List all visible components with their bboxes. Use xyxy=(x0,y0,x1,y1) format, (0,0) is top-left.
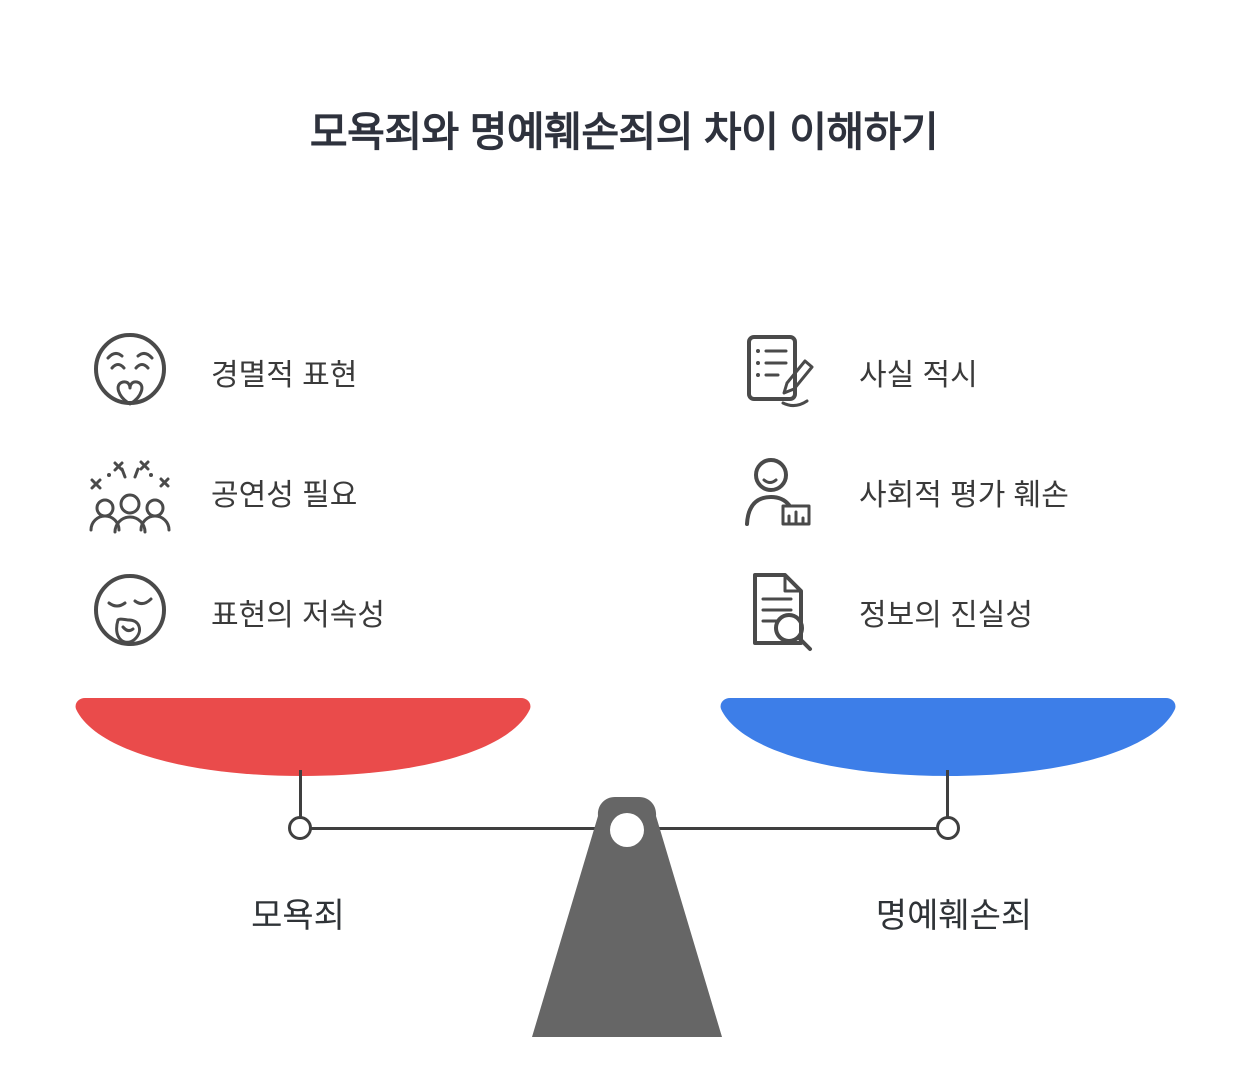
feature-label: 표현의 저속성 xyxy=(211,599,385,632)
list-item: 표현의 저속성 xyxy=(85,567,385,657)
scale-stand xyxy=(532,797,722,1037)
right-pan-label: 명예훼손죄 xyxy=(875,897,1033,935)
right-beam-joint xyxy=(936,816,960,840)
feature-label: 사실 적시 xyxy=(859,359,978,392)
stand-shape xyxy=(532,797,722,1037)
left-beam-joint xyxy=(288,816,312,840)
mocking-face-icon xyxy=(85,327,175,417)
list-item: 경멸적 표현 xyxy=(85,327,385,417)
person-podium-icon xyxy=(733,447,823,537)
left-scale-pan xyxy=(75,698,531,776)
list-item: 정보의 진실성 xyxy=(733,567,1069,657)
list-item: 사실 적시 xyxy=(733,327,1069,417)
left-pan-label: 모욕죄 xyxy=(251,897,345,935)
feature-label: 사회적 평가 훼손 xyxy=(859,479,1069,512)
list-item: 공연성 필요 xyxy=(85,447,385,537)
left-pan-shape xyxy=(75,698,531,776)
feature-label: 경멸적 표현 xyxy=(211,359,358,392)
document-writing-icon xyxy=(733,327,823,417)
crowd-icon xyxy=(85,447,175,537)
page-title: 모욕죄와 명예훼손죄의 차이 이해하기 xyxy=(309,109,939,155)
feature-label: 정보의 진실성 xyxy=(859,599,1033,632)
right-pan-shape xyxy=(720,698,1176,776)
feature-label: 공연성 필요 xyxy=(211,479,358,512)
left-pan-hanger-line xyxy=(299,770,302,820)
left-feature-list: 경멸적 표현 xyxy=(85,327,385,687)
list-item: 사회적 평가 훼손 xyxy=(733,447,1069,537)
stand-pivot-hole xyxy=(610,813,644,847)
vulgar-face-icon xyxy=(85,567,175,657)
right-scale-pan xyxy=(720,698,1176,776)
right-feature-list: 사실 적시 사회적 평가 훼손 xyxy=(733,327,1069,687)
right-pan-hanger-line xyxy=(946,770,949,820)
document-search-icon xyxy=(733,567,823,657)
